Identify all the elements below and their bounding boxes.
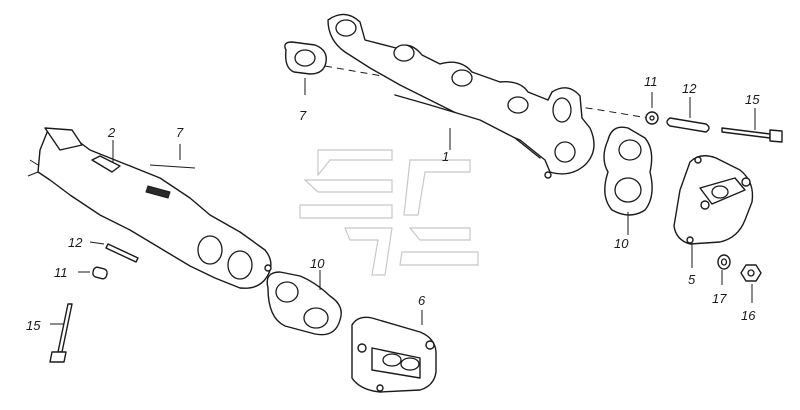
bolt-left-part (49, 303, 73, 363)
callout-10-center: 10 (310, 256, 325, 271)
gasket-right-part (603, 126, 653, 216)
spacer-right-part (666, 117, 710, 133)
callout-12-left: 12 (68, 235, 83, 250)
callout-5: 5 (688, 272, 696, 287)
exhaust-pipe-part (27, 127, 272, 289)
callout-17: 17 (712, 291, 727, 306)
callout-10-right: 10 (614, 236, 629, 251)
gasket-center-part (266, 271, 342, 336)
washer-part-hole (720, 258, 728, 266)
callout-11-left: 11 (54, 265, 68, 280)
callout-16: 16 (741, 308, 756, 323)
flange-right-part (673, 155, 754, 245)
callout-7-lower: 7 (176, 125, 184, 140)
flange-bottom-part (351, 316, 437, 393)
callout-11-right: 11 (644, 74, 658, 89)
callout-6: 6 (418, 293, 426, 308)
spacer-left-part (105, 243, 139, 263)
callout-7-upper: 7 (299, 108, 307, 123)
washer-right-hole (649, 115, 655, 121)
callout-15-right: 15 (745, 92, 760, 107)
callout-2: 2 (107, 125, 116, 140)
leader-lines (50, 78, 756, 325)
exhaust-manifold-part (327, 13, 595, 179)
callout-12-right: 12 (682, 81, 697, 96)
bolt-right-part (721, 127, 783, 143)
assembly-axis-line (324, 65, 649, 119)
gasket-top-part (284, 41, 327, 75)
washer-left-part (92, 266, 108, 280)
nut-part-hole (747, 269, 755, 277)
callout-15-left: 15 (26, 318, 41, 333)
watermark-logo (299, 149, 479, 276)
callout-1: 1 (442, 149, 449, 164)
